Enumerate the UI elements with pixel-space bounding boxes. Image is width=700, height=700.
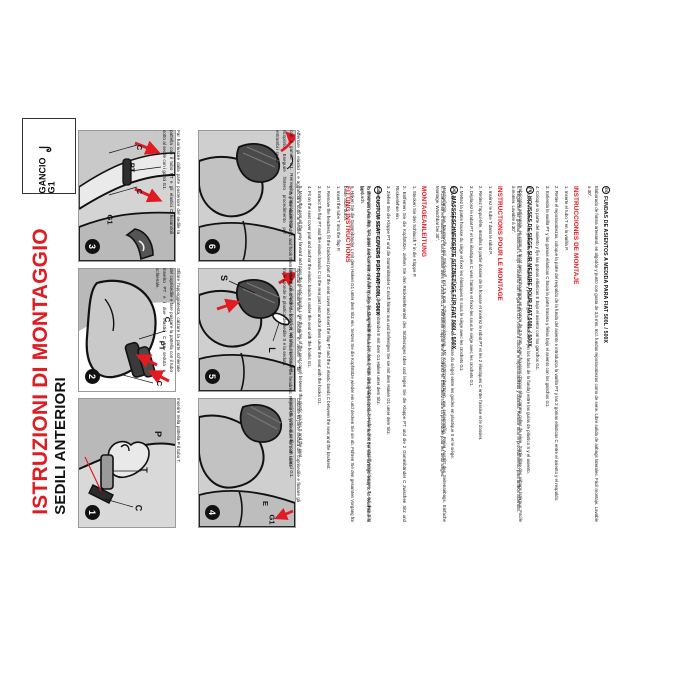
gancio-legend-box: GANCIO G1	[22, 118, 76, 194]
panel-2-badge: 2	[85, 369, 100, 384]
lang-es-step-4: 4. Coloque la parte del asiento y fije l…	[535, 186, 541, 371]
panel-1: 1 T C P	[78, 398, 176, 528]
panel-5-label-S: S	[219, 274, 230, 282]
panel-3-badge: 3	[85, 239, 100, 254]
panel-3-label-C1: C	[135, 144, 145, 151]
lang-en-step-2: 2. Remove the headrest, fit the backrest…	[326, 186, 332, 470]
lang-en-step-3: 3. Extract the flap PT and the elastic b…	[316, 186, 322, 406]
lang-es-title: ES FUNDAS DE ASIENTOS A MEDIDA PARA FIAT …	[601, 186, 610, 522]
lang-fr-step-4: 4. Mettez la partie housse du siège et f…	[459, 186, 465, 372]
lang-fr-step-2: 2. Retirez l'appui-tête, installez la pa…	[478, 186, 484, 441]
lang-de-step-4: 4. Ziehen Sie das Sitzbezugsteil über un…	[376, 186, 382, 405]
panel-6-badge: 6	[205, 239, 220, 254]
hook-icon	[39, 146, 52, 153]
panel-3: 3 C PT C G1	[78, 130, 176, 262]
panel-5-badge: 5	[205, 369, 220, 384]
lang-en-step-6: 6. Grip the elastic bands L and hook the…	[288, 186, 294, 468]
lang-es-step-5: 5. Mueva el asiento completamente hacia …	[525, 186, 531, 474]
lang-fr-step-1: 1. Insérez le tube T dans le rabat P.	[487, 186, 493, 255]
lang-de-step-3: 3. Ziehen Sie die Klappe PT und die Gumm…	[385, 186, 391, 435]
lang-de-step-6: 6. Haken Sie die Gummibänder L mit dem H…	[343, 186, 356, 522]
panel-1-label-P: P	[153, 430, 164, 438]
panel-4: 4 E G1	[198, 398, 296, 528]
lang-fr-step-3: 3. Déplacez le rabat PT et les élastique…	[468, 186, 474, 387]
lang-de-steps-title: MONTAGEANLEITUNG	[419, 186, 427, 258]
panel-3-label-C2: C	[135, 188, 145, 195]
panel-1-badge: 1	[85, 505, 100, 520]
lang-fr-step-6: 6. Accrochez les élastiques L sous l'ass…	[440, 186, 446, 478]
lang-de-step-5: 5. Bewegen Sie den Sitz ganz nach vorne …	[359, 186, 372, 522]
panel-2: 2 C PT C	[78, 268, 176, 392]
panel-1-label-T: T	[138, 467, 149, 473]
lang-fr-steps-title: INSTRUCTIONS POUR LE MONTAGE	[495, 186, 503, 301]
lang-es-step-2: 2. Retire el reposacabezas, coloque la p…	[554, 186, 560, 502]
panel-5-label-L: L	[266, 347, 277, 353]
panel-6: 6	[198, 130, 296, 262]
panel-grid: 1 T C P Inserire nella pattella P il tub…	[78, 130, 301, 530]
lang-en-step-4: 4. Fit on the seat cover part and anchor…	[307, 186, 313, 368]
lang-column-es: ES FUNDAS DE ASIENTOS A MEDIDA PARA FIAT …	[512, 186, 610, 522]
panel-4-label-G1: G1	[267, 514, 277, 525]
lang-es-body: Elaborado de forma artesanal, en algodón…	[586, 186, 599, 522]
lang-es-step-6: 6. Enganche las gomas elásticas L bajo e…	[516, 186, 522, 512]
panel-2-label-C1: C	[155, 380, 165, 387]
panel-4-badge: 4	[205, 505, 220, 520]
flag-es-icon: ES	[602, 186, 610, 194]
panel-1-label-C: C	[133, 504, 144, 512]
panel-1-caption: Inserire nella pattella P il tubo T.	[176, 398, 181, 463]
panel-3-label-G1: G1	[105, 214, 115, 225]
panel-4-label-E: E	[261, 500, 271, 507]
panel-3-label-PT: PT	[127, 162, 137, 173]
panel-5: 5 S L	[198, 268, 296, 392]
lang-es-step-1: 1. Inserte el tubo T en la varilla P.	[563, 186, 569, 251]
lang-fr-step-5: 5. Avancer complètement le siège et pass…	[449, 186, 455, 459]
panel-3-caption: Far fuoriuscire dalla parte posteriore d…	[161, 130, 181, 234]
lang-en-step-5: 5. Move the seat all the way forward and…	[297, 186, 303, 459]
lang-de-step-2: 2. Entfernen Sie die Kopfstütze, ziehen …	[395, 186, 408, 522]
lang-es-steps-title: INSTRUCCIONES DE MONTAJE	[571, 186, 579, 285]
lang-es-title-text: FUNDAS DE ASIENTOS A MEDIDA PARA FIAT 50…	[602, 196, 608, 344]
lang-es-step-3: 3. Extienda la varilla PT y las gomas el…	[544, 186, 550, 408]
lang-de-step-1: 1. Stecken Sie den Schlauch T in die Kla…	[411, 186, 417, 278]
gancio-code: G1	[47, 181, 57, 194]
panel-2-caption: Sfilare l'appoggiatesta, calzare la part…	[154, 268, 181, 372]
